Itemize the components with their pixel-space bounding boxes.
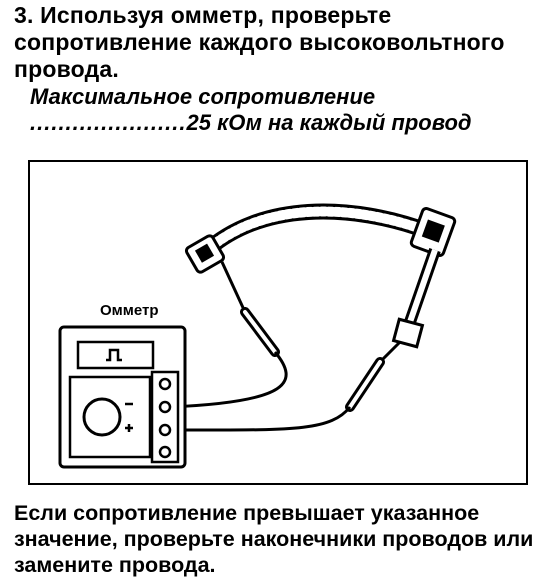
display-pulse-icon (106, 348, 122, 362)
spec-title: Максимальное сопротивление (30, 84, 376, 109)
spec-line: ......................25 кОм на каждый п… (30, 110, 530, 136)
ohmmeter-body (58, 325, 187, 469)
jack-negative (158, 400, 172, 414)
ohmmeter-label: Омметр (100, 302, 159, 319)
spec-leader-dots: ...................... (30, 110, 187, 135)
lead-wire-negative (169, 351, 288, 409)
left-cable-boot (184, 234, 226, 274)
jack-top (158, 377, 172, 391)
jack-bottom (158, 445, 172, 459)
note-text: Если сопротивление превышает указанное з… (14, 501, 534, 577)
right-cable-terminal (391, 317, 425, 349)
diagram-drawing (58, 203, 457, 469)
probe-left (220, 261, 280, 357)
hv-cable-texture (200, 206, 435, 257)
lead-wire-positive (169, 406, 352, 432)
spec-value: 25 кОм на каждый провод (186, 110, 472, 135)
ohmmeter-diagram: Омметр (28, 160, 528, 485)
ohmmeter-dial (82, 397, 122, 437)
probe-right (345, 340, 402, 412)
right-cable-boot (409, 207, 457, 257)
hv-cable-end-fill (407, 249, 438, 323)
ohmmeter-display (76, 340, 155, 370)
step-instruction: 3. Используя омметр, проверьте сопротивл… (14, 2, 505, 82)
jack-positive (158, 423, 172, 437)
